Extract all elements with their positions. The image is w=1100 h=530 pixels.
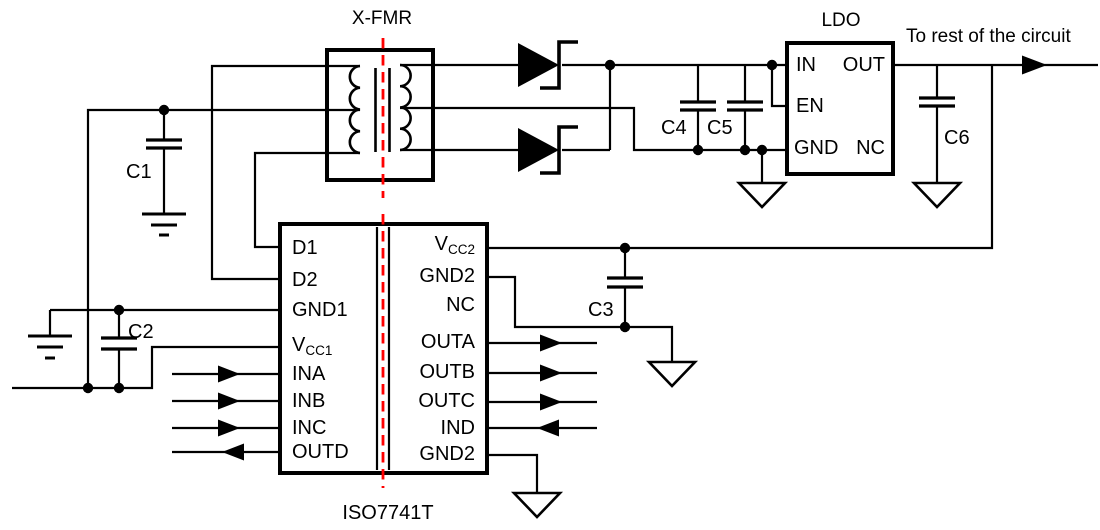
ldo-pin-gnd: GND <box>794 137 839 159</box>
schottky-diode-icon-bottom <box>518 125 578 175</box>
iso-pin-ina: INA <box>292 363 326 385</box>
vcc2-sub: CC2 <box>447 242 475 257</box>
iso-pin-vcc2: VCC2 <box>375 233 475 257</box>
triangle-ground-icon-gnd2 <box>645 360 699 388</box>
signal-arrow-icons <box>218 55 1047 461</box>
wire-channel-outputs <box>487 341 597 430</box>
signal-arrow-icon-outa <box>540 334 562 352</box>
iso-pin-nc: NC <box>446 294 475 316</box>
triangle-ground-icon-c6 <box>910 181 964 209</box>
iso-pin-outd: OUTD <box>292 441 349 463</box>
vcc1-main: V <box>292 334 306 356</box>
iso-pin-outc: OUTC <box>418 390 475 412</box>
diode-anode-triangle <box>518 128 559 172</box>
capacitor-label-c3: C3 <box>588 299 614 321</box>
signal-arrow-icon-ina <box>218 365 240 383</box>
junction-dot-icon <box>113 382 125 394</box>
signal-arrow-icon-ind <box>537 419 559 437</box>
transformer-box <box>325 48 435 182</box>
junction-dot-icon <box>604 59 616 71</box>
iso-pin-gnd2-b: GND2 <box>419 443 475 465</box>
junction-dot-icon <box>756 144 768 156</box>
wire-channel-inputs <box>172 372 280 454</box>
capacitor-label-c5: C5 <box>707 117 733 139</box>
ldo-pin-in: IN <box>796 54 816 76</box>
iso-pin-outb: OUTB <box>419 361 475 383</box>
wire-en <box>770 65 787 108</box>
wire-secondary-centertap-gnd <box>400 106 787 152</box>
junction-dots <box>82 59 778 394</box>
diode-cathode-bar <box>540 40 578 90</box>
iso-pin-inb: INB <box>292 390 326 412</box>
triangle-ground-icon-gnd2-bottom <box>510 491 564 519</box>
iso-pin-outa: OUTA <box>420 331 475 353</box>
capacitor-label-c2: C2 <box>128 321 154 343</box>
iso-pin-inc: INC <box>292 417 327 439</box>
wire-gnd2 <box>487 275 674 362</box>
wire-primary-bottom-to-d1 <box>253 151 360 249</box>
capacitor-label-c6: C6 <box>944 127 970 149</box>
iso-pin-d1: D1 <box>292 237 318 259</box>
junction-dot-icon <box>766 59 778 71</box>
iso-pin-gnd2: GND2 <box>419 265 475 287</box>
wire-vcc1-rail <box>12 345 280 390</box>
signal-arrow-icon-outd <box>222 443 244 461</box>
iso-pin-d2: D2 <box>292 269 318 291</box>
iso-pin-vcc1: VCC1 <box>292 334 332 358</box>
wire-gnd2-bottom <box>487 453 539 493</box>
junction-dot-icon <box>158 104 170 116</box>
iso-pin-ind: IND <box>440 417 475 439</box>
transformer-core-icon <box>374 68 391 152</box>
junction-dot-icon <box>739 144 751 156</box>
capacitor-label-c1: C1 <box>126 161 152 183</box>
wire-primary-centertap <box>86 108 360 388</box>
capacitor-icon-plates <box>101 96 955 351</box>
junction-dot-icon <box>82 382 94 394</box>
ldo-pin-out: OUT <box>842 54 885 76</box>
signal-arrow-icon-output <box>1022 55 1047 75</box>
ldo-title: LDO <box>821 10 861 31</box>
earth-ground-icon-gnd1 <box>28 334 72 360</box>
junction-dot-icon <box>619 242 631 254</box>
triangle-ground-icon-ldo <box>735 181 789 209</box>
ldo-pin-en: EN <box>796 95 824 117</box>
junction-dot-icon <box>619 321 631 333</box>
ldo-box <box>785 41 895 176</box>
junction-dot-icon <box>692 144 704 156</box>
vcc2-main: V <box>434 233 448 255</box>
iso-pin-gnd1: GND1 <box>292 299 348 321</box>
junction-dot-icon <box>113 304 125 316</box>
triangle-ground-icons <box>510 181 964 519</box>
transformer-title: X-FMR <box>351 8 413 29</box>
vcc1-sub: CC1 <box>305 343 333 358</box>
schottky-diode-icon-top <box>518 40 578 90</box>
signal-arrow-icon-outb <box>540 364 562 382</box>
diode-anode-triangle <box>518 43 559 87</box>
wire-primary-top-to-d2 <box>210 64 360 281</box>
isolation-barrier-icon <box>375 227 391 470</box>
isolator-title: ISO7741T <box>342 502 434 524</box>
signal-arrow-icon-inb <box>218 392 240 410</box>
diode-cathode-bar <box>540 125 578 175</box>
earth-ground-icon-c1 <box>142 212 186 237</box>
signal-arrow-icon-outc <box>540 393 562 411</box>
output-note: To rest of the circuit <box>906 26 1071 47</box>
wire-vcc2 <box>487 65 994 250</box>
wire-gnd1 <box>48 308 280 336</box>
signal-arrow-icon-inc <box>218 419 240 437</box>
ldo-pin-nc: NC <box>856 137 885 159</box>
capacitor-label-c4: C4 <box>661 117 687 139</box>
